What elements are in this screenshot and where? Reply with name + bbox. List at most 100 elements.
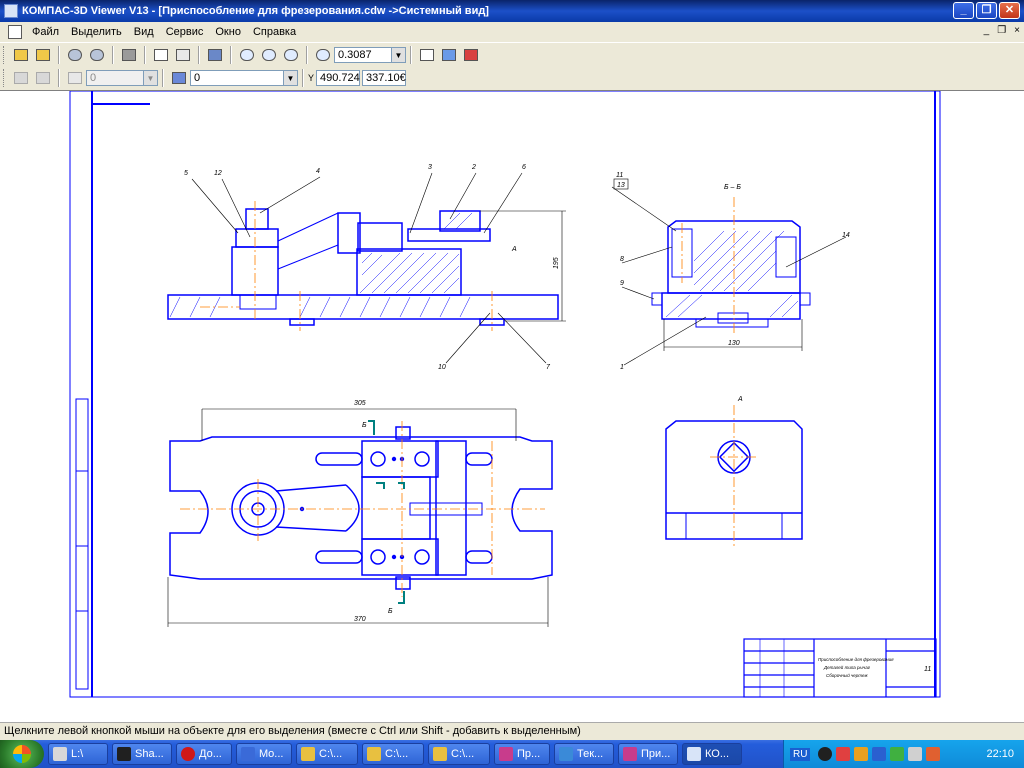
top-dimension-305: 305 <box>354 400 366 407</box>
language-indicator[interactable]: RU <box>790 747 811 761</box>
tray-green-icon[interactable] <box>890 747 905 761</box>
taskbar-item-mo[interactable]: Mo... <box>236 743 292 765</box>
section-leader-9: 9 <box>620 280 624 287</box>
front-view-hatch <box>169 212 473 318</box>
tray-shield-icon[interactable] <box>926 747 941 761</box>
menu-help[interactable]: Справка <box>252 26 297 38</box>
coordinate-x-field[interactable]: 490.724 <box>316 70 361 86</box>
view-dropdown-chevron-icon: ▼ <box>144 70 158 86</box>
zoom-window-icon[interactable] <box>237 45 257 65</box>
mdi-minimize-button[interactable]: _ <box>983 25 990 36</box>
kompas-icon <box>687 747 701 761</box>
zoom-scale-icon[interactable] <box>313 45 333 65</box>
menu-select[interactable]: Выделить <box>71 26 122 38</box>
taskbar-item-opera[interactable]: До... <box>176 743 232 765</box>
pan-icon[interactable] <box>417 45 437 65</box>
document-tree-icon[interactable] <box>205 45 225 65</box>
zoom-out-icon[interactable] <box>281 45 301 65</box>
print-icon[interactable] <box>119 45 139 65</box>
front-leader-6: 6 <box>522 164 526 171</box>
forward-arrow-icon[interactable] <box>87 45 107 65</box>
close-button[interactable]: ✕ <box>999 2 1020 19</box>
title-block-name-3: Сборочный чертеж <box>826 672 868 678</box>
layer-dropdown-chevron-icon[interactable]: ▼ <box>284 70 298 86</box>
taskbar-item-pr[interactable]: Пр... <box>494 743 550 765</box>
open-recent-icon[interactable] <box>33 45 53 65</box>
skype-icon[interactable] <box>818 747 833 761</box>
back-arrow-icon[interactable] <box>65 45 85 65</box>
section-leader-13: 13 <box>617 182 625 189</box>
layer-select[interactable]: 0 <box>190 70 284 86</box>
front-arrow-ref: А <box>511 246 517 253</box>
tray-ru-icon[interactable] <box>872 747 887 761</box>
minimize-button[interactable]: _ <box>953 2 974 19</box>
start-button[interactable] <box>0 740 44 768</box>
taskbar-item-text[interactable]: Тек... <box>554 743 614 765</box>
title-block <box>743 638 937 698</box>
drive-icon <box>53 747 67 761</box>
zoom-dropdown-chevron-icon[interactable]: ▼ <box>392 47 406 63</box>
menu-file[interactable]: Файл <box>32 26 60 38</box>
volume-icon[interactable] <box>908 747 923 761</box>
zoom-input[interactable]: 0.3087 <box>334 47 392 63</box>
section-leader-11: 11 <box>616 172 623 179</box>
app-icon[interactable] <box>4 4 18 18</box>
mdi-restore-button[interactable]: ❐ <box>997 25 1007 36</box>
menu-view[interactable]: Вид <box>133 26 154 38</box>
app-icon-mo <box>241 747 255 761</box>
toolbar-grip[interactable] <box>3 46 7 64</box>
mdi-close-button[interactable]: × <box>1014 25 1020 36</box>
taskbar-item-drive[interactable]: L:\ <box>48 743 108 765</box>
taskbar: L:\ Sha... До... Mo... C:\... C:\... C:\… <box>0 740 1024 768</box>
zoom-in-icon[interactable] <box>259 45 279 65</box>
coordinate-y-field[interactable]: 337.10€ <box>362 70 407 86</box>
open-folder-icon[interactable] <box>11 45 31 65</box>
preview-icon[interactable] <box>151 45 171 65</box>
bottom-cut-label: Б <box>388 608 393 615</box>
front-height-dimension: 195 <box>553 257 560 269</box>
coordinate-system-icon <box>65 68 85 88</box>
folder-icon <box>433 747 447 761</box>
tray-flag-icon[interactable] <box>836 747 851 761</box>
taskbar-item-folder-2[interactable]: C:\... <box>362 743 424 765</box>
text-editor-icon <box>559 747 573 761</box>
front-view <box>167 208 559 326</box>
toolbar-grip-2[interactable] <box>3 69 7 87</box>
section-hatch <box>665 230 799 318</box>
standard-toolbar: 0.3087 ▼ <box>0 42 1024 67</box>
properties-icon[interactable] <box>173 45 193 65</box>
front-leader-3: 3 <box>428 164 432 171</box>
top-view <box>169 426 553 590</box>
menu-window[interactable]: Окно <box>215 26 241 38</box>
folder-icon <box>301 747 315 761</box>
opera-icon <box>181 747 195 761</box>
aux-view-title: А <box>737 396 743 403</box>
clock[interactable]: 22:10 <box>986 748 1014 760</box>
menu-service[interactable]: Сервис <box>165 26 204 38</box>
tray-network-icon[interactable] <box>854 747 869 761</box>
taskbar-item-folder-1[interactable]: C:\... <box>296 743 358 765</box>
menu-bar: Файл Выделить Вид Сервис Окно Справка _ … <box>0 22 1024 42</box>
layer-stack-icon[interactable] <box>169 68 189 88</box>
title-bar: КОМПАС-3D Viewer V13 - [Приспособление д… <box>0 0 1024 22</box>
front-leader-4: 4 <box>316 168 320 175</box>
top-cut-label: Б <box>362 422 367 429</box>
section-leader-8: 8 <box>620 256 624 263</box>
document-icon[interactable] <box>8 25 22 39</box>
drawing-canvas[interactable]: 5 12 4 3 2 6 10 7 195 А <box>0 90 1024 723</box>
top-dimension-370: 370 <box>354 616 366 623</box>
taskbar-item-pri[interactable]: При... <box>618 743 678 765</box>
taskbar-item-folder-3[interactable]: C:\... <box>428 743 490 765</box>
front-leader-7: 7 <box>546 364 551 371</box>
restore-button[interactable]: ❐ <box>976 2 997 19</box>
section-leader-1: 1 <box>620 364 624 371</box>
taskbar-item-kompas[interactable]: КО... <box>682 743 742 765</box>
taskbar-item-sha[interactable]: Sha... <box>112 743 172 765</box>
title-block-sheet-number: 11 <box>924 666 931 673</box>
front-leader-10: 10 <box>438 364 446 371</box>
system-tray: RU 22:10 <box>783 740 1024 768</box>
section-view <box>651 220 811 328</box>
layers-icon[interactable] <box>461 45 481 65</box>
refresh-icon[interactable] <box>439 45 459 65</box>
section-leader-14: 14 <box>842 232 850 239</box>
